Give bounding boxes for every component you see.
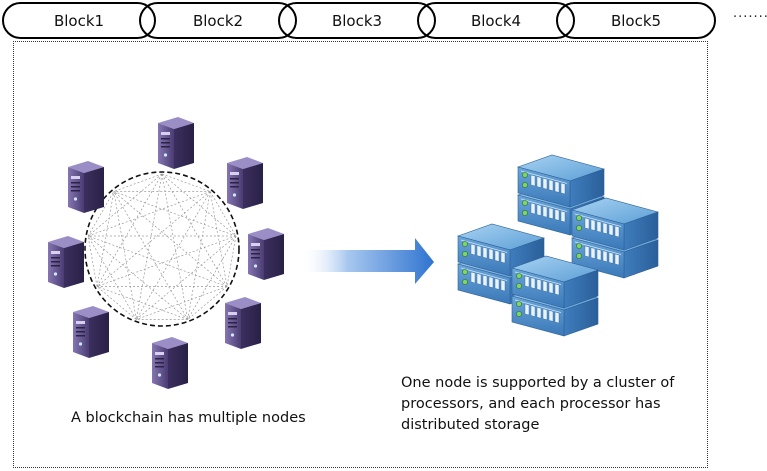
block-label: Block1	[53, 11, 105, 30]
server-icon	[152, 337, 188, 389]
caption-blockchain-nodes: A blockchain has multiple nodes	[71, 410, 306, 426]
block-label: Block2	[192, 11, 244, 30]
mesh-link	[187, 191, 211, 320]
mesh-link	[87, 191, 211, 237]
mesh-link	[113, 191, 237, 237]
block-label: Block5	[610, 11, 662, 30]
server-icon	[68, 161, 104, 213]
network-ring	[84, 171, 240, 327]
mesh-link	[96, 286, 188, 320]
server-icon	[225, 297, 261, 349]
node-detail-frame	[13, 41, 708, 468]
mesh-link	[96, 191, 211, 287]
node-mesh-links	[87, 173, 237, 320]
blockchain-strip: Block1 Block2 Block3 Block4 Block5 ·····…	[0, 0, 767, 44]
mesh-link	[87, 235, 137, 320]
mesh-link	[87, 235, 228, 287]
mesh-link	[187, 235, 237, 320]
blockchain-nodes	[48, 117, 284, 389]
server-icon	[248, 228, 284, 280]
server-icon	[227, 157, 263, 209]
processor-cluster	[457, 154, 659, 337]
block-label: Block4	[470, 11, 522, 30]
mesh-link	[161, 173, 237, 237]
arrow-icon	[300, 238, 434, 284]
server-icon	[48, 236, 84, 288]
block-label: Block3	[331, 11, 383, 30]
mesh-link	[87, 235, 98, 287]
mesh-link	[226, 235, 237, 287]
mesh-link	[87, 235, 188, 320]
mesh-link	[209, 191, 228, 287]
mesh-link	[113, 191, 137, 320]
mesh-link	[136, 235, 237, 320]
mesh-link	[161, 173, 228, 287]
caption-processor-cluster: One node is supported by a cluster of pr…	[401, 375, 675, 433]
mesh-link	[87, 191, 115, 237]
mesh-link	[113, 173, 163, 192]
chain-continuation: ·······	[733, 10, 767, 25]
mesh-link	[96, 173, 163, 287]
mesh-link	[209, 191, 237, 237]
mesh-link	[187, 286, 228, 320]
mesh-link	[113, 191, 228, 287]
server-icon	[73, 306, 109, 358]
mesh-link	[113, 191, 189, 320]
mesh-link	[161, 173, 211, 192]
mesh-link	[96, 286, 137, 320]
server-icon	[158, 117, 194, 169]
block-5: Block5	[556, 2, 716, 39]
mesh-link	[135, 173, 163, 320]
mesh-link	[161, 173, 189, 320]
mesh-link	[136, 286, 228, 320]
mesh-link	[96, 235, 237, 287]
mesh-link	[96, 191, 115, 287]
mesh-link	[87, 173, 163, 237]
mesh-link	[135, 191, 211, 320]
